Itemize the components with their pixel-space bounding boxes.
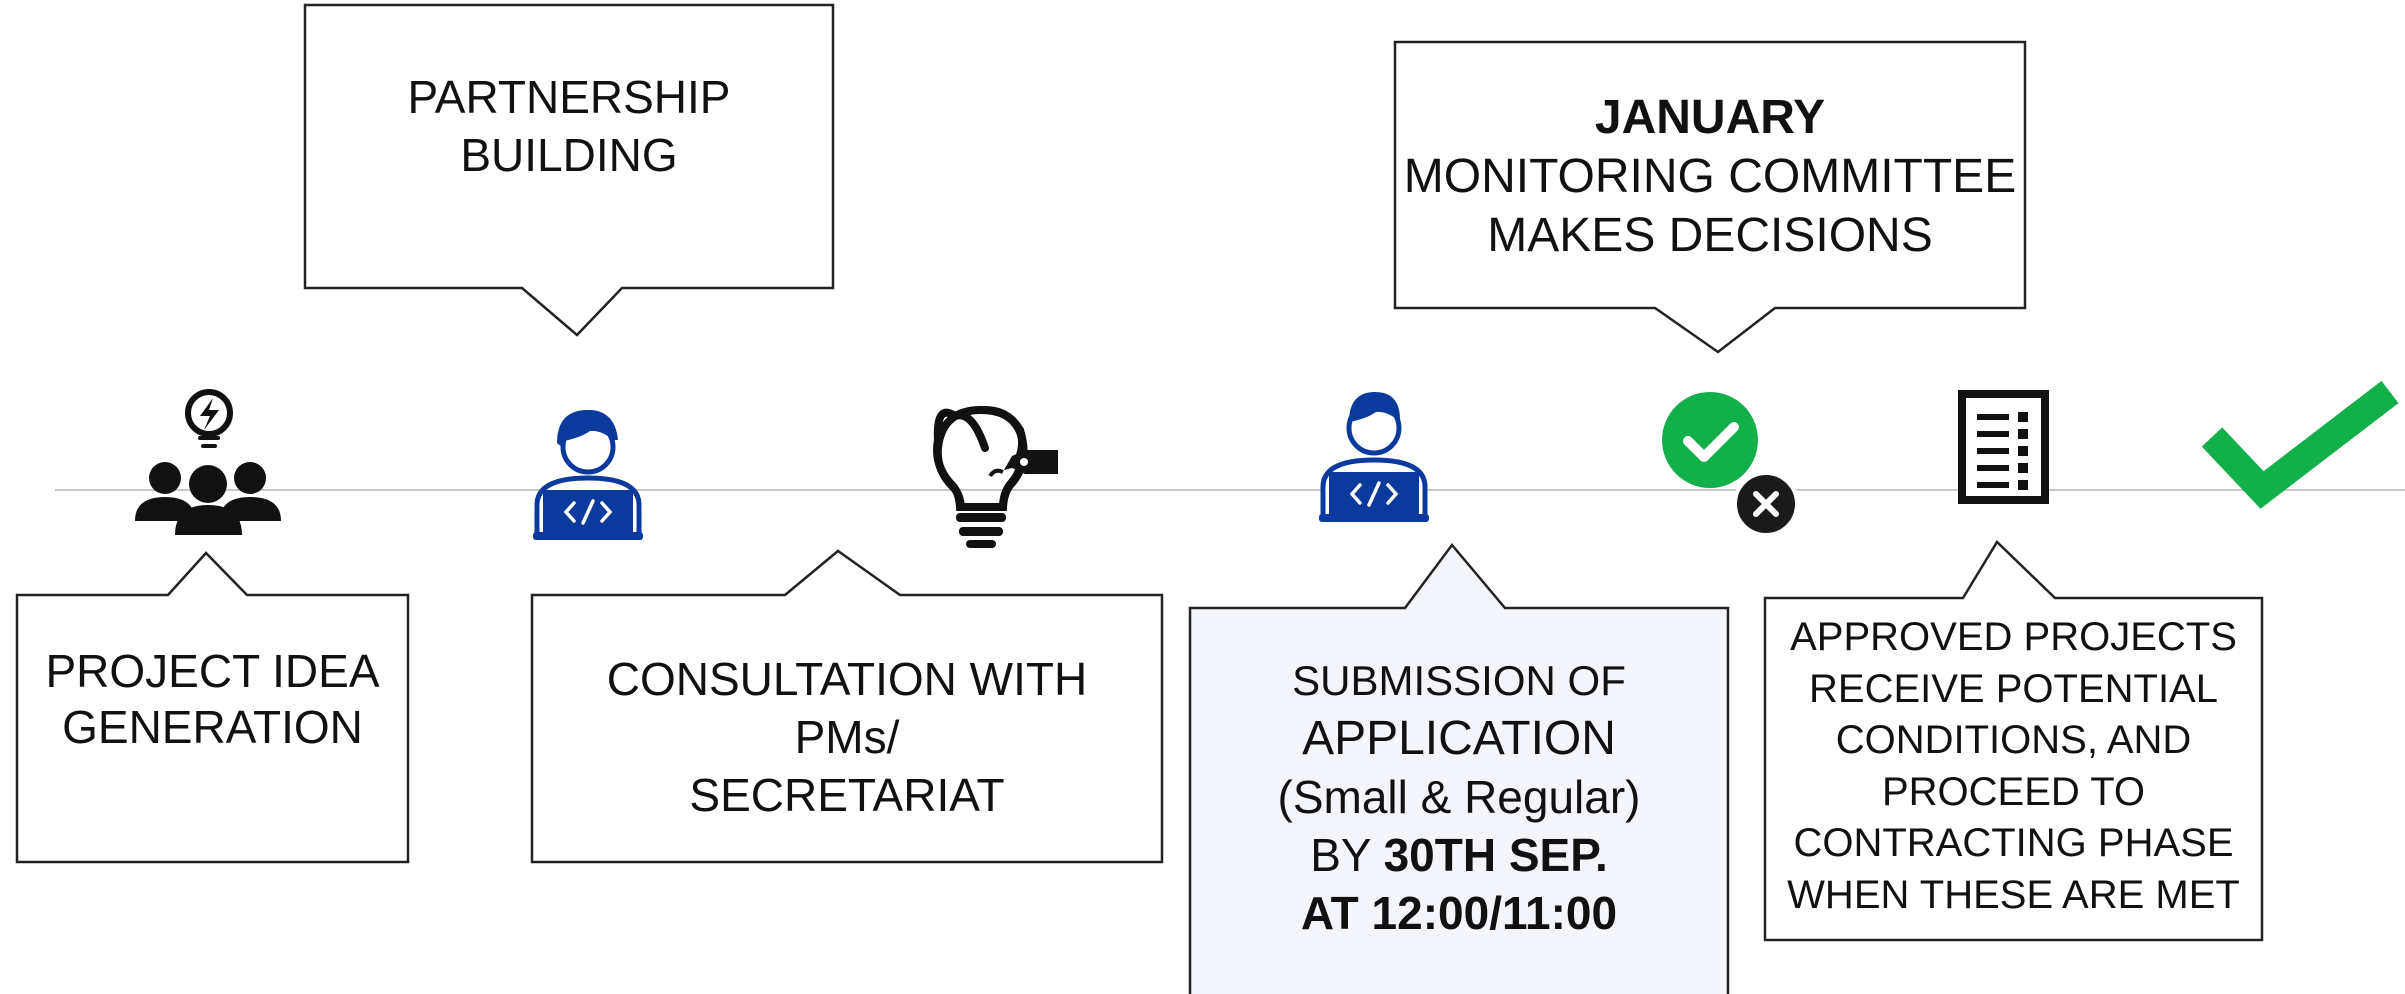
callout-project-idea [15,551,410,864]
project-idea-line2: GENERATION [62,701,363,753]
consultation-line3: SECRETARIAT [689,769,1005,821]
label-submission: SUBMISSION OF APPLICATION (Small & Regul… [1190,652,1728,942]
submission-line4: BY 30TH SEP. [1190,826,1728,884]
approved-line1: APPROVED PROJECTS [1790,615,2237,659]
monitoring-line3: MAKES DECISIONS [1487,209,1933,262]
check-reject-icon [1662,392,1799,537]
submission-line3: (Small & Regular) [1277,771,1641,823]
consultation-line1: CONSULTATION WITH [606,653,1088,705]
monitoring-line2: MONITORING COMMITTEE [1403,150,2017,203]
label-monitoring-committee: JANUARY MONITORING COMMITTEE MAKES DECIS… [1395,88,2025,265]
label-project-idea: PROJECT IDEA GENERATION [17,643,408,755]
partnership-line1: PARTNERSHIP [407,71,731,123]
team-idea-icon [135,389,281,535]
callout-consultation [530,549,1164,864]
document-list-icon [1958,390,2049,504]
callout-submission [1188,542,1730,994]
label-consultation: CONSULTATION WITH PMs/ SECRETARIAT [532,650,1162,824]
submission-deadline-prefix: BY [1310,829,1371,881]
approved-line2: RECEIVE POTENTIAL [1809,666,2218,711]
consultation-line2: PMs/ [794,711,900,763]
partnership-line2: BUILDING [460,129,678,181]
submission-line2: APPLICATION [1302,712,1616,765]
submission-line1: SUBMISSION OF [1292,657,1626,704]
submission-deadline-date: 30TH SEP. [1383,829,1608,881]
label-approved-projects: APPROVED PROJECTS RECEIVE POTENTIAL COND… [1765,612,2262,921]
approved-line3: CONDITIONS, AND [1835,718,2192,762]
lightbulb-tag-icon [933,406,1058,548]
callout-partnership-building [303,3,835,337]
label-partnership-building: PARTNERSHIP BUILDING [305,68,833,184]
approved-line6: WHEN THESE ARE MET [1787,872,2240,917]
project-idea-line1: PROJECT IDEA [45,645,380,697]
callout-monitoring-committee [1393,40,2027,354]
callout-approved-projects [1763,540,2264,942]
approved-line5: CONTRACTING PHASE [1793,821,2234,865]
checkmark-icon [2201,380,2399,509]
submission-deadline-time: AT 12:00/11:00 [1300,887,1618,939]
monitoring-month: JANUARY [1594,91,1826,144]
developer-icon [1319,392,1429,522]
approved-line4: PROCEED TO [1881,769,2146,814]
developer-icon [533,410,643,540]
